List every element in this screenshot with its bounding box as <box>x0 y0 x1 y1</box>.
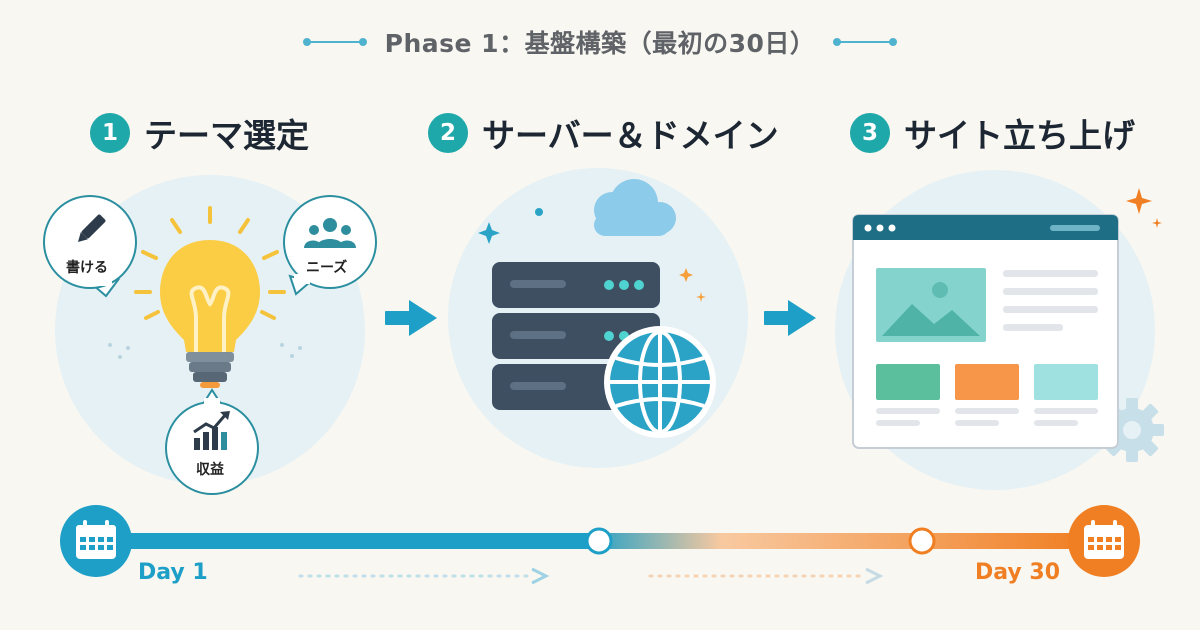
bubble-needs-label: ニーズ <box>306 260 348 276</box>
browser-window-icon <box>852 214 1119 449</box>
people-icon <box>304 218 356 248</box>
pencil-icon <box>77 214 106 243</box>
globe-icon <box>604 326 716 438</box>
arrow-right-icon <box>764 300 816 336</box>
timeline-milestone-2 <box>908 527 936 555</box>
progress-dots-2 <box>648 567 884 585</box>
timeline-end-label: Day 30 <box>975 560 1061 585</box>
cloud-icon <box>594 179 676 236</box>
step-3-header: 3 サイト立ち上げ <box>850 108 1135 158</box>
step-2-number: 2 <box>428 113 468 153</box>
arrow-right-icon <box>385 300 437 336</box>
step-2-header: 2 サーバー＆ドメイン <box>428 108 779 158</box>
bubble-needs <box>283 195 377 296</box>
step-3-number: 3 <box>850 113 890 153</box>
timeline-milestone-1 <box>585 527 613 555</box>
step-1-title: テーマ選定 <box>144 116 309 155</box>
lightbulb-icon <box>134 206 286 388</box>
title-row: Phase 1：基盤構築（最初の30日） <box>0 22 1200 62</box>
bubble-write-label: 書ける <box>66 260 108 276</box>
step-1-header: 1 テーマ選定 <box>90 108 309 158</box>
title-decoration-right <box>833 38 898 46</box>
step-3-title: サイト立ち上げ <box>904 116 1135 155</box>
timeline-start-label: Day 1 <box>138 560 208 585</box>
bubble-revenue-label: 収益 <box>196 462 224 478</box>
step-2-title: サーバー＆ドメイン <box>482 116 779 155</box>
progress-dots-1 <box>298 567 550 585</box>
bubble-revenue <box>165 388 259 495</box>
calendar-icon <box>60 505 132 577</box>
bubble-write <box>43 195 137 298</box>
step-1-number: 1 <box>90 113 130 153</box>
title-decoration-left <box>302 38 367 46</box>
calendar-icon <box>1068 505 1140 577</box>
page-title: Phase 1：基盤構築（最初の30日） <box>384 29 816 58</box>
growth-chart-icon <box>193 411 230 450</box>
